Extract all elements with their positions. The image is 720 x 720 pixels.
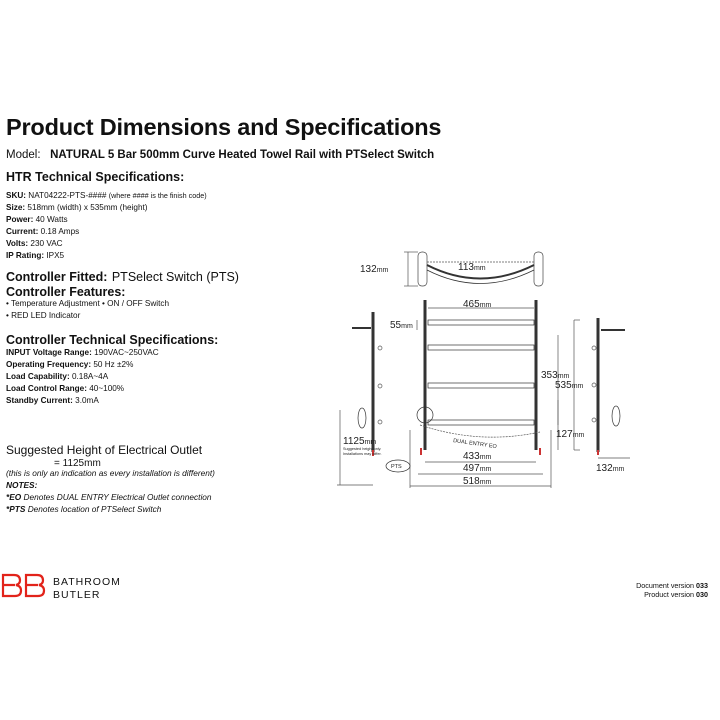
controller-features-heading: Controller Features: (6, 285, 126, 299)
brand-line-1: BATHROOM (53, 576, 121, 588)
product-version: Product version 030 (644, 590, 708, 599)
document-version: Document version 033 (636, 581, 708, 590)
controller-features-list: • Temperature Adjustment • ON / OFF Swit… (6, 298, 169, 322)
htr-specs-heading: HTR Technical Specifications: (6, 170, 185, 184)
dim-497: 497mm (463, 463, 492, 474)
brand-line-2: BUTLER (53, 589, 101, 601)
controller-specs-heading: Controller Technical Specifications: (6, 333, 219, 347)
notes-heading: NOTES: (6, 480, 38, 490)
outlet-caption-1: Suggested height only. (343, 447, 381, 451)
right-side-view (591, 318, 630, 459)
dim-433: 433mm (463, 451, 492, 462)
dim-535: 535mm (555, 380, 584, 391)
dim-top-curve: 113mm (458, 262, 486, 273)
dim-55: 55mm (390, 320, 413, 331)
feature-line-1: • Temperature Adjustment • ON / OFF Swit… (6, 299, 170, 308)
controller-specs-list: INPUT Voltage Range: 190VAC~250VAC Opera… (6, 347, 159, 407)
note-pts: *PTS Denotes location of PTSelect Switch (6, 504, 162, 514)
spec-current: Current: 0.18 Amps (6, 227, 80, 236)
left-side-view (337, 312, 383, 486)
dim-127: 127mm (556, 429, 585, 440)
dual-entry-label: DUAL ENTRY EO (453, 438, 498, 450)
outlet-value: = 1125mm (54, 458, 101, 469)
spec-power: Power: 40 Watts (6, 215, 68, 224)
spec-frequency: Operating Frequency: 50 Hz ±2% (6, 360, 134, 369)
controller-fitted: Controller Fitted: PTSelect Switch (PTS) (6, 270, 239, 284)
outlet-heading: Suggested Height of Electrical Outlet (6, 443, 203, 457)
spec-standby: Standby Current: 3.0mA (6, 396, 99, 405)
model-label: Model: (6, 149, 41, 161)
note-eo: *EO Denotes DUAL ENTRY Electrical Outlet… (6, 492, 212, 502)
pts-tag: PTS (391, 464, 402, 470)
spec-load-range: Load Control Range: 40~100% (6, 384, 125, 393)
feature-line-2: • RED LED Indicator (6, 311, 81, 320)
spec-ip: IP Rating: IPX5 (6, 251, 65, 260)
outlet-note: (this is only an indication as every ins… (6, 468, 215, 478)
dim-518: 518mm (463, 476, 492, 487)
spec-volts: Volts: 230 VAC (6, 239, 63, 248)
dim-465: 465mm (463, 299, 492, 310)
outlet-caption-2: Installations may differ. (343, 452, 382, 456)
front-view (385, 300, 580, 488)
top-view (404, 251, 544, 287)
spec-load: Load Capability: 0.18A~4A (6, 372, 109, 381)
brand-name: BATHROOM BUTLER (53, 576, 121, 602)
dim-top-depth: 132mm (360, 264, 389, 275)
model-value: NATURAL 5 Bar 500mm Curve Heated Towel R… (50, 149, 435, 161)
page-title: Product Dimensions and Specifications (6, 114, 442, 140)
htr-specs-list: SKU: NAT04222-PTS-#### (where #### is th… (6, 190, 207, 262)
spec-size: Size: 518mm (width) x 535mm (height) (6, 203, 148, 212)
spec-input-voltage: INPUT Voltage Range: 190VAC~250VAC (6, 348, 159, 357)
dim-side-depth: 132mm (596, 463, 625, 474)
version-info: Document version 033 Product version 030 (636, 581, 708, 599)
dim-353: 353mm (541, 370, 570, 381)
spec-sku: SKU: NAT04222-PTS-#### (where #### is th… (6, 191, 207, 200)
dim-1125: 1125mm (343, 436, 376, 447)
model-line: Model: NATURAL 5 Bar 500mm Curve Heated … (6, 149, 434, 161)
bathroom-butler-logo (1, 573, 46, 598)
